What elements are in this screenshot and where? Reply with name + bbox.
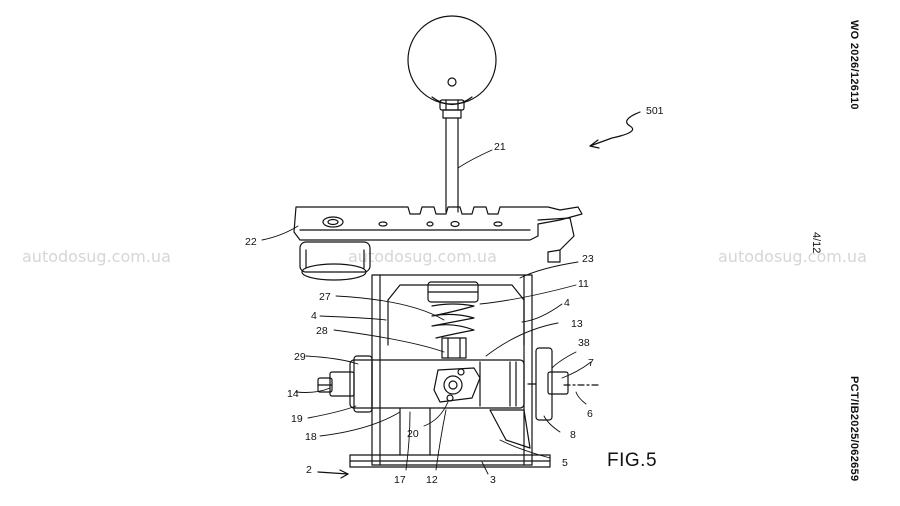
ref-18: 18 xyxy=(305,431,317,443)
leader-lines xyxy=(261,149,592,475)
watermark-right: autodosug.com.ua xyxy=(718,247,867,266)
arrow-2 xyxy=(317,471,349,475)
watermark-left: autodosug.com.ua xyxy=(22,247,171,266)
ref-19: 19 xyxy=(291,413,303,425)
pivot-link xyxy=(433,367,481,403)
shift-knob xyxy=(407,15,497,111)
publication-number: WO 2026/126110 xyxy=(848,20,860,110)
ref-4-left: 4 xyxy=(311,310,317,322)
ref-22: 22 xyxy=(245,236,257,248)
ref-2: 2 xyxy=(306,464,312,476)
watermark-center: autodosug.com.ua xyxy=(348,247,497,266)
ref-13: 13 xyxy=(571,318,583,330)
spring-assembly xyxy=(427,281,479,359)
ref-28: 28 xyxy=(316,325,328,337)
left-motor xyxy=(299,241,371,281)
ref-21: 21 xyxy=(494,141,506,153)
reference-numerals: 501 21 22 23 11 27 4 4 13 28 38 7 29 14 … xyxy=(245,105,664,486)
ref-501: 501 xyxy=(646,105,664,117)
ref-11: 11 xyxy=(578,278,589,290)
ref-17: 17 xyxy=(394,474,406,486)
ref-29: 29 xyxy=(294,351,306,363)
ref-38: 38 xyxy=(578,337,590,349)
ref-5: 5 xyxy=(562,457,568,469)
ref-8: 8 xyxy=(570,429,576,441)
gate-plate xyxy=(293,206,583,263)
figure-label: FIG.5 xyxy=(607,450,658,471)
housing-frame xyxy=(349,274,551,468)
lower-arm xyxy=(399,407,531,456)
arrow-501-head xyxy=(589,139,600,149)
ref-4-right: 4 xyxy=(564,297,570,309)
ref-20: 20 xyxy=(407,428,419,440)
ref-14: 14 xyxy=(287,388,299,400)
ref-27: 27 xyxy=(319,291,331,303)
ref-6: 6 xyxy=(587,408,593,420)
arrow-501 xyxy=(589,111,641,147)
cross-tube xyxy=(317,355,525,413)
ref-7: 7 xyxy=(588,357,594,369)
lever-shaft xyxy=(442,109,462,213)
sheet-number: 4/12 xyxy=(810,232,822,254)
ref-23: 23 xyxy=(582,253,594,265)
arrow-2-head xyxy=(339,469,349,479)
ref-3: 3 xyxy=(490,474,496,486)
ref-12: 12 xyxy=(426,474,438,486)
right-mount xyxy=(527,347,601,421)
application-number: PCT/IB2025/062659 xyxy=(848,376,860,482)
